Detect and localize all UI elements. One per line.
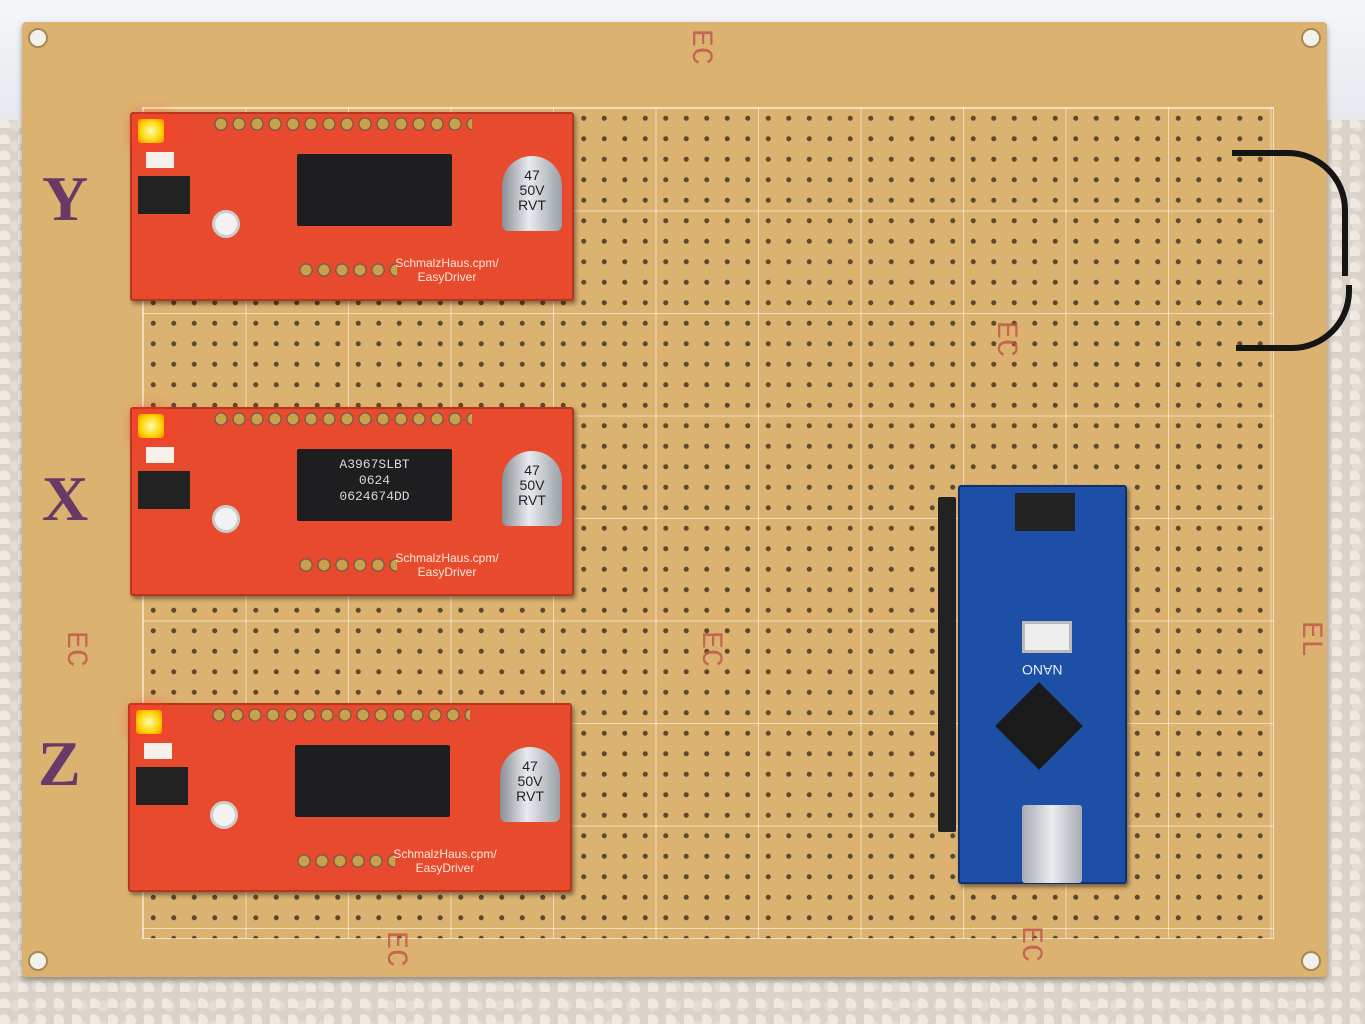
capacitor: 47 50V RVT: [502, 156, 562, 231]
indicator-led: [146, 447, 174, 463]
driver-chip: [297, 154, 452, 226]
mounting-hole: [28, 28, 48, 48]
driver-chip: A3967SLBT 0624 0624674DD: [297, 449, 452, 521]
capacitor-text: 47 50V RVT: [518, 462, 546, 508]
silkscreen-mark: EC: [988, 320, 1023, 358]
stepper-driver-x: A3967SLBT 0624 0624674DD 47 50V RVT Schm…: [130, 407, 574, 596]
driver-chip: [295, 745, 450, 817]
indicator-led: [144, 743, 172, 759]
voltage-regulator: [136, 767, 188, 805]
chip-text: A3967SLBT 0624 0624674DD: [339, 457, 410, 504]
arduino-nano: NANO: [938, 485, 1127, 884]
capacitor: 47 50V RVT: [502, 451, 562, 526]
header-pins: [297, 557, 397, 573]
nano-label: NANO: [1022, 662, 1063, 678]
microcontroller-chip: [995, 682, 1083, 770]
stepper-driver-z: 47 50V RVT SchmalzHaus.cpm/ EasyDriver: [128, 703, 572, 892]
axis-label-x: X: [42, 463, 89, 534]
header-pins: [212, 116, 472, 132]
pin-header: [938, 497, 956, 832]
current-potentiometer: [212, 505, 240, 533]
silkscreen-mark: EC: [693, 630, 728, 668]
driver-brand: SchmalzHaus.cpm/ EasyDriver: [395, 256, 499, 284]
usb-port: [1022, 805, 1082, 883]
stepper-driver-y: 47 50V RVT SchmalzHaus.cpm/ EasyDriver: [130, 112, 574, 301]
reset-button: [1022, 621, 1072, 653]
axis-label-z: Z: [38, 728, 81, 799]
silkscreen-mark: EC: [58, 630, 93, 668]
silkscreen-mark: EC: [378, 930, 413, 968]
silkscreen-mark: EL: [1293, 620, 1328, 658]
voltage-regulator: [138, 471, 190, 509]
current-potentiometer: [212, 210, 240, 238]
voltage-regulator: [138, 176, 190, 214]
current-potentiometer: [210, 801, 238, 829]
silkscreen-mark: EC: [683, 28, 718, 66]
header-pins: [212, 411, 472, 427]
power-led: [138, 119, 164, 143]
header-pins: [210, 707, 470, 723]
header-pins: [295, 853, 395, 869]
driver-brand: SchmalzHaus.cpm/ EasyDriver: [395, 551, 499, 579]
axis-label-y: Y: [42, 163, 89, 234]
mounting-hole: [1301, 28, 1321, 48]
silkscreen-mark: EC: [1013, 925, 1048, 963]
mounting-hole: [28, 951, 48, 971]
power-led: [136, 710, 162, 734]
capacitor: 47 50V RVT: [500, 747, 560, 822]
driver-brand: SchmalzHaus.cpm/ EasyDriver: [393, 847, 497, 875]
header-pins: [297, 262, 397, 278]
power-wire: [1232, 150, 1348, 276]
indicator-led: [146, 152, 174, 168]
icsp-header: [1015, 493, 1075, 531]
mounting-hole: [1301, 951, 1321, 971]
capacitor-text: 47 50V RVT: [518, 167, 546, 213]
capacitor-text: 47 50V RVT: [516, 758, 544, 804]
power-led: [138, 414, 164, 438]
